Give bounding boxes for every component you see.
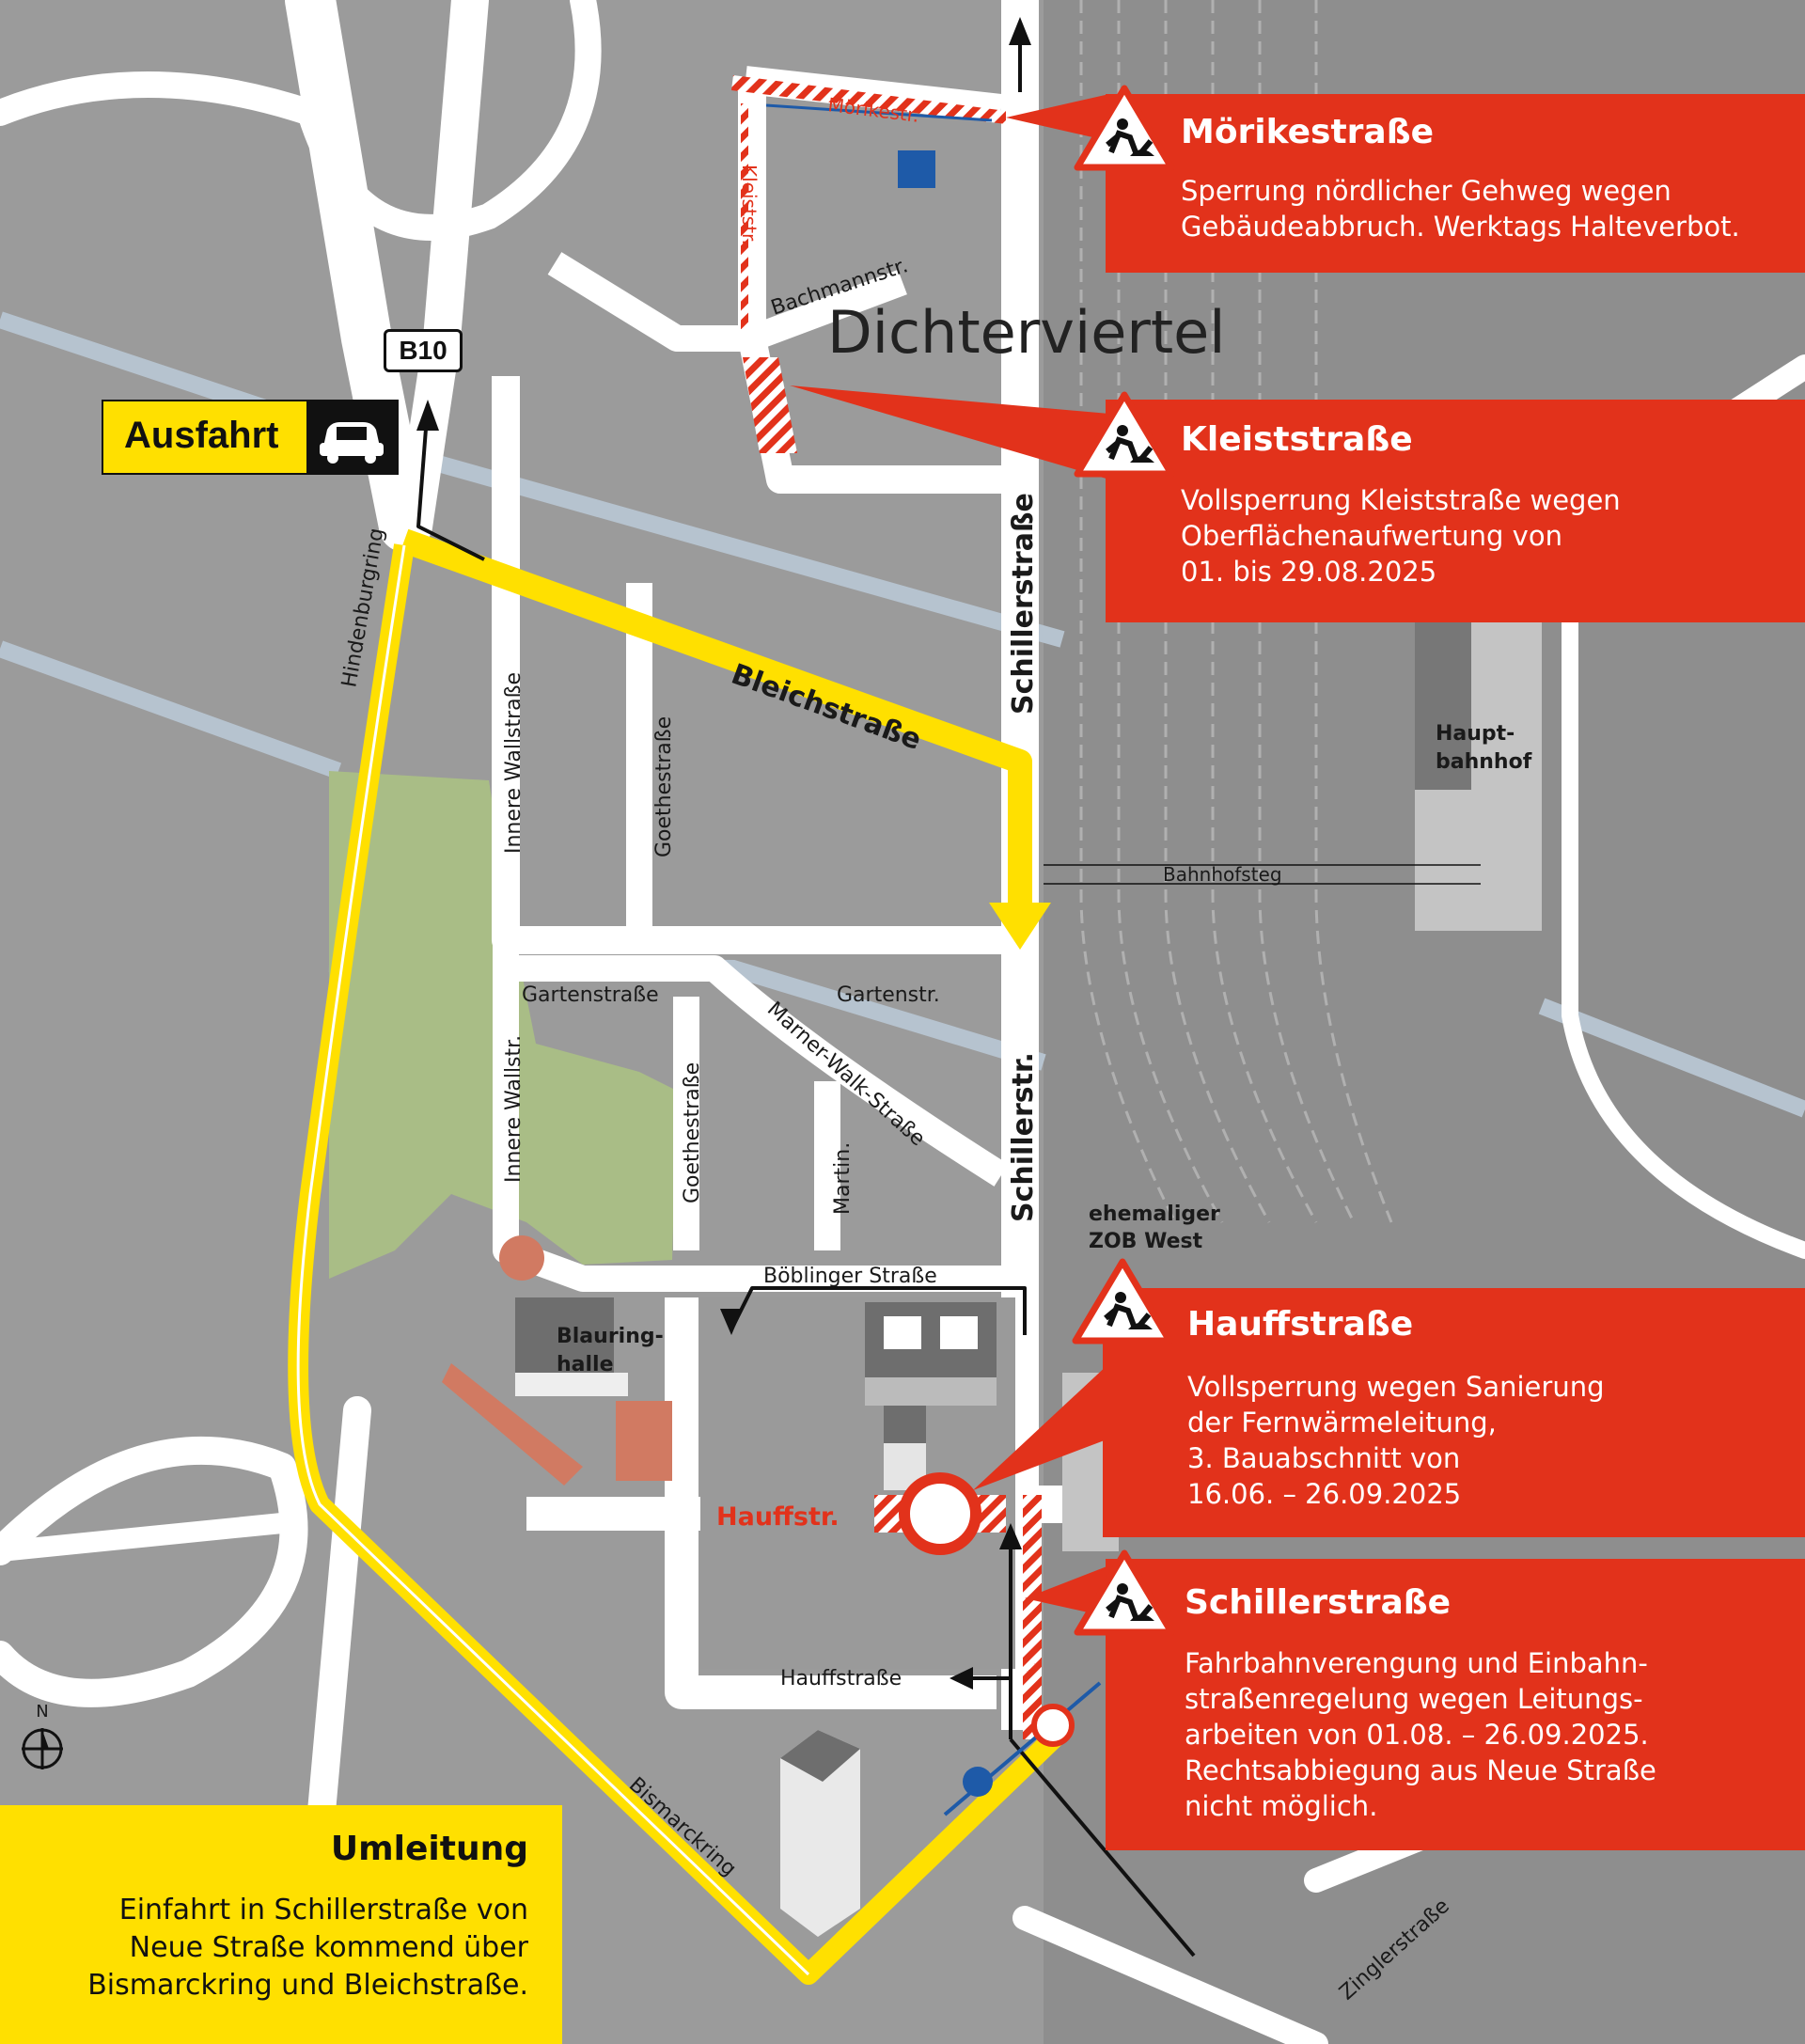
callout-hauffstrasse: Hauffstraße Vollsperrung wegen Sanierung… <box>1103 1288 1805 1537</box>
label-hauffstrasse: Hauffstraße <box>780 1667 902 1690</box>
label-hauptbahnhof-2: bahnhof <box>1436 750 1532 774</box>
label-blauringhalle-2: halle <box>557 1353 614 1376</box>
construction-warning-icon <box>1072 1258 1173 1344</box>
no-turn-sign-icon <box>1031 1704 1075 1747</box>
detour-text: Einfahrt in Schillerstraße von Neue Stra… <box>87 1894 528 2002</box>
closed-road-sign-icon <box>899 1472 981 1555</box>
bike-sign-icon <box>963 1767 993 1797</box>
callout-title: Mörikestraße <box>1181 113 1435 151</box>
arrowheads <box>416 17 1031 1690</box>
label-hauffstr-closed: Hauffstr. <box>716 1502 840 1532</box>
label-goethestrasse-2: Goethestraße <box>681 1062 704 1203</box>
label-gartenstr: Gartenstr. <box>837 983 940 1007</box>
callout-kleiststrasse: Kleiststraße Vollsperrung Kleiststraße w… <box>1106 400 1805 622</box>
callout-moerikestrasse: Mörikestraße Sperrung nördlicher Gehweg … <box>1106 94 1805 273</box>
detour-info-box: Umleitung Einfahrt in Schillerstraße von… <box>0 1805 562 2044</box>
bahnhofsteg-bridge <box>1044 864 1481 885</box>
exit-label: Ausfahrt <box>124 415 279 456</box>
car-icon <box>306 401 397 473</box>
callout-schillerstrasse: Schillerstraße Fahrbahnverengung und Ein… <box>1106 1559 1805 1850</box>
bismarckring-centerline <box>296 544 810 1976</box>
rail-tracks <box>1079 0 1393 1223</box>
pedestrian-sign-icon <box>898 150 935 188</box>
traffic-arrows <box>416 28 1196 1958</box>
district-label: Dichterviertel <box>827 298 1226 367</box>
construction-warning-icon <box>1074 391 1175 478</box>
label-gartenstrasse: Gartenstraße <box>522 983 659 1007</box>
label-zob-1: ehemaliger <box>1089 1203 1220 1226</box>
station-building <box>1415 621 1471 790</box>
label-boeblinger-strasse: Böblinger Straße <box>763 1265 937 1288</box>
b10-road-badge: B10 <box>384 329 463 372</box>
label-schillerstrasse: Schillerstraße <box>1007 493 1040 715</box>
compass-icon: N <box>22 1702 63 1769</box>
compass-label: N <box>36 1702 48 1722</box>
callout-pointers <box>790 94 1109 1617</box>
exit-sign: Ausfahrt <box>102 400 399 475</box>
label-hauptbahnhof-1: Haupt- <box>1436 722 1515 746</box>
label-zob-2: ZOB West <box>1089 1230 1203 1253</box>
callout-text: Sperrung nördlicher Gehweg wegen Gebäude… <box>1181 175 1740 243</box>
label-innere-wallstr: Innere Wallstr. <box>502 1035 526 1183</box>
label-innere-wallstrasse: Innere Wallstraße <box>502 672 526 854</box>
construction-warning-icon <box>1074 85 1175 171</box>
label-bahnhofsteg: Bahnhofsteg <box>1163 863 1282 886</box>
callout-title: Schillerstraße <box>1185 1583 1452 1622</box>
label-martin: Martin. <box>831 1142 855 1215</box>
label-schillerstr: Schillerstr. <box>1007 1052 1040 1222</box>
detour-route <box>288 528 1070 1985</box>
callout-text: Vollsperrung wegen Sanierung der Fernwär… <box>1187 1371 1605 1510</box>
label-blauringhalle-1: Blauring- <box>557 1325 664 1348</box>
label-goethestrasse-1: Goethestraße <box>652 716 676 857</box>
detour-arrowhead <box>989 903 1051 950</box>
detour-title: Umleitung <box>330 1830 528 1868</box>
footpath-arrow <box>765 103 993 122</box>
callout-title: Hauffstraße <box>1187 1305 1414 1344</box>
callout-title: Kleiststraße <box>1181 420 1413 459</box>
construction-warning-icon <box>1074 1549 1175 1636</box>
callout-text: Fahrbahnverengung und Einbahn- straßenre… <box>1185 1647 1656 1822</box>
callout-text: Vollsperrung Kleiststraße wegen Oberfläc… <box>1181 484 1621 588</box>
label-kleiststr: Kleiststr. <box>738 165 761 245</box>
